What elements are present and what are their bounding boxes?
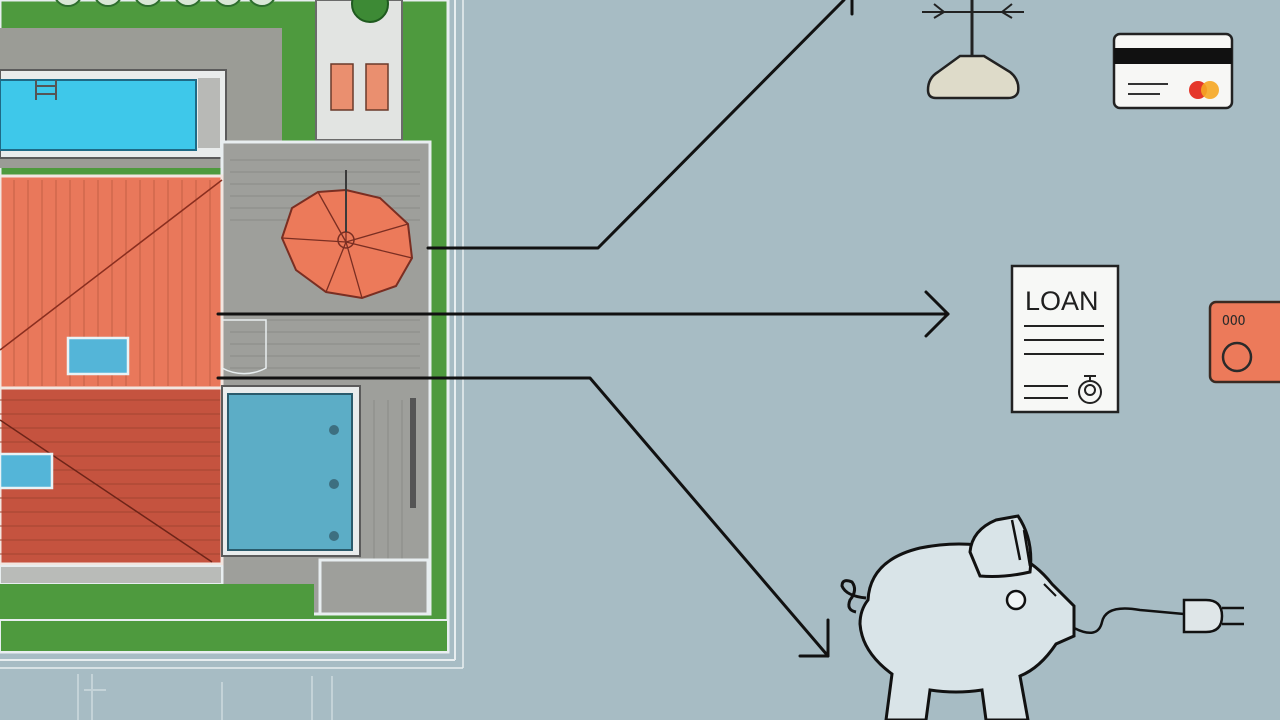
loan-document-lines <box>1024 325 1104 399</box>
arrow-to-light <box>426 0 846 250</box>
power-cord <box>1073 607 1185 635</box>
hedge-row <box>55 0 275 7</box>
railing <box>410 398 416 508</box>
power-plug-icon <box>1182 598 1244 634</box>
arrow-head-piggy <box>798 618 830 658</box>
lawn-strip <box>0 584 314 620</box>
loan-document-title: LOAN <box>1025 286 1099 316</box>
piggy-bank-icon <box>840 514 1244 720</box>
ground-marks <box>77 674 333 720</box>
orange-card-widget: OOO <box>1208 300 1280 384</box>
stamp-icon <box>1078 375 1102 404</box>
swimming-pool <box>0 79 197 151</box>
credit-card-icon <box>1112 32 1234 110</box>
plunge-pool <box>227 393 353 551</box>
card-widget-button <box>1221 341 1253 373</box>
shrub-icon <box>351 0 389 23</box>
house-foundation <box>0 565 223 585</box>
arrow-to-piggy <box>216 376 830 658</box>
patio-umbrella-icon <box>280 170 414 300</box>
pool-deck <box>198 78 220 148</box>
connector-arrows <box>216 0 950 658</box>
ceiling-lamp-icon <box>922 0 1024 100</box>
pool-jets <box>329 425 339 541</box>
lounge-chair-right <box>365 63 389 111</box>
patio-step <box>318 558 430 616</box>
pool-ladder-icon <box>35 80 57 100</box>
arrow-head-loan <box>924 290 950 338</box>
lounge-chair-left <box>330 63 354 111</box>
lawn-bottom <box>0 619 449 653</box>
roof-upper <box>0 174 224 390</box>
loan-document: LOAN <box>1010 264 1120 414</box>
door-swing <box>221 319 267 375</box>
card-widget-code: OOO <box>1222 314 1246 329</box>
skylight-lower <box>0 452 54 490</box>
house-site-plan <box>0 0 464 720</box>
roof-lower <box>0 386 224 566</box>
garden-path <box>315 0 403 141</box>
skylight-upper <box>66 336 130 376</box>
